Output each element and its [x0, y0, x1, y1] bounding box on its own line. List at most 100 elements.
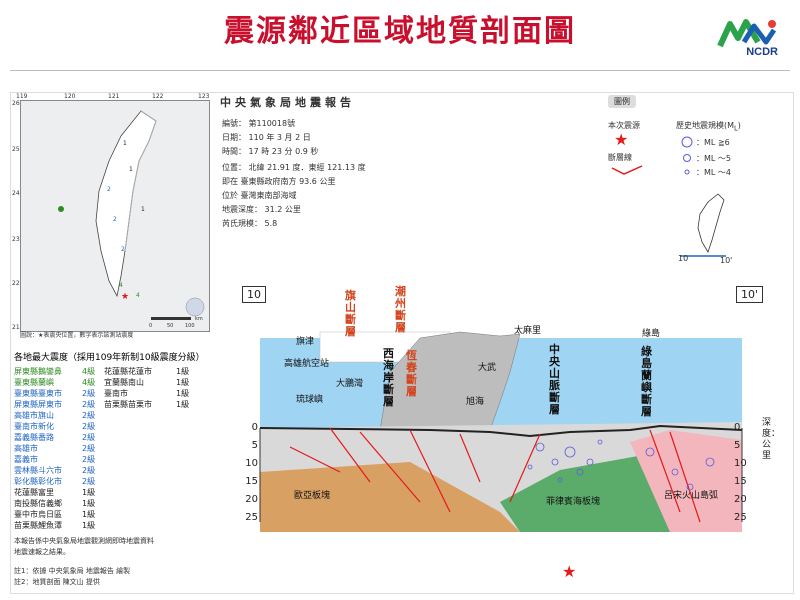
intensity-level: 2級: [82, 433, 96, 442]
station-label: 4: [136, 292, 140, 299]
report-id: 編號： 第110018號: [222, 119, 296, 128]
scale-value: 100: [185, 323, 195, 329]
eurasian-plate: [260, 462, 520, 532]
intensity-level: 2級: [82, 422, 96, 431]
intensity-level: 1級: [176, 389, 190, 398]
report-title: 中央氣象局地震報告: [220, 96, 355, 109]
divider: [10, 70, 790, 71]
fault-label: 旗山斷層: [345, 289, 356, 338]
lon-tick: 122: [152, 93, 164, 100]
plate-label: 菲律賓海板塊: [546, 497, 601, 507]
intensity-level: 2級: [82, 477, 96, 486]
fault-label: 潮州斷層: [395, 285, 406, 334]
section-location-map: [680, 193, 726, 257]
intensity-level: 1級: [176, 400, 190, 409]
intensity-station: 嘉義市: [14, 455, 38, 464]
intensity-row: 屏東縣屏東市 2級: [14, 399, 95, 410]
fault-label: 恆春斷層: [406, 349, 417, 398]
depth-tick: 25: [734, 512, 747, 523]
intensity-level: 2級: [82, 444, 96, 453]
station-label: 1: [141, 206, 145, 213]
place-label: 大鵬灣: [336, 379, 364, 389]
ncdr-logo: [717, 19, 777, 48]
lon-tick: 120: [64, 93, 76, 100]
intensity-station: 花蓮縣花蓮市: [104, 367, 152, 376]
intensity-station: 嘉義縣番路: [14, 433, 54, 442]
intensity-level: 4級: [82, 378, 96, 387]
intensity-level: 2級: [82, 466, 96, 475]
legend-tag: 圖例: [608, 95, 636, 108]
intensity-station: 花蓮縣富里: [14, 488, 54, 497]
map-inset-globe: [185, 297, 205, 317]
depth-tick: 5: [251, 440, 258, 451]
report-panel: [10, 92, 794, 594]
legend-quake: 本次震源: [608, 121, 640, 130]
depth-tick: 20: [245, 494, 258, 505]
philippine-plate: [500, 452, 670, 532]
fault-label: 中央山脈斷層: [549, 343, 560, 416]
intensity-level: 1級: [82, 510, 96, 519]
note-line: 註2：地質剖面 陳文山 提供: [14, 578, 100, 586]
intensity-station: 苗栗縣苗栗市: [104, 400, 152, 409]
intensity-row: 臺東縣蘭嶼 4級: [14, 377, 95, 388]
fault-label: 綠島蘭嶼斷層: [641, 345, 652, 418]
intensity-level: 1級: [176, 367, 190, 376]
lon-tick: 121: [108, 93, 120, 100]
mini-right-label: 10': [720, 256, 733, 265]
logo-text: NCDR: [746, 46, 778, 58]
intensity-station: 臺東縣蘭嶼: [14, 378, 54, 387]
depth-tick: 15: [734, 476, 747, 487]
intensity-row: 嘉義市 2級: [14, 454, 95, 465]
place-label: 琉球嶼: [296, 395, 324, 405]
historic-quakes: [527, 439, 715, 491]
place-label: 太麻里: [514, 326, 542, 336]
depth-tick: 15: [245, 476, 258, 487]
legend-m5: ：ML ～5: [696, 154, 731, 163]
place-label: 高雄航空站: [284, 359, 330, 369]
intensity-level: 2級: [82, 389, 96, 398]
report-position: 位置： 北緯 21.91 度．東經 121.13 度: [222, 163, 366, 172]
depth-tick: 5: [734, 440, 741, 451]
legend-hist-circles: [681, 136, 693, 175]
report-region: 位於 臺灣東南部海域: [222, 191, 297, 200]
intensity-station: 屏東縣鵝鑾鼻: [14, 367, 62, 376]
intensity-station: 屏東縣屏東市: [14, 400, 62, 409]
intensity-station: 高雄市: [14, 444, 38, 453]
intensity-level: 4級: [82, 367, 96, 376]
intensity-level: 2級: [82, 400, 96, 409]
intensity-row: 屏東縣鵝鑾鼻 4級: [14, 366, 95, 377]
lat-tick: 24: [12, 190, 20, 197]
report-date: 日期： 110 年 3 月 2 日: [222, 133, 311, 142]
epicenter-star: ★: [121, 292, 129, 302]
intensity-level: 1級: [82, 499, 96, 508]
lat-tick: 25: [12, 146, 20, 153]
intensity-title: 各地最大震度（採用109年新制10級震度分級）: [14, 353, 205, 363]
legend-star-icon: ★: [614, 130, 629, 149]
report-time: 時間： 17 時 23 分 0.9 秒: [222, 147, 319, 156]
intensity-level: 2級: [82, 455, 96, 464]
intensity-station: 臺南市新化: [14, 422, 54, 431]
legend-hist: 歷史地震規模(ML): [676, 121, 741, 133]
depth-tick: 25: [245, 512, 258, 523]
intensity-station: 臺中市烏日區: [14, 510, 62, 519]
place-label: 綠島: [642, 329, 661, 339]
map-caption: 圖說：★表震央位置，數字表示該測站震度: [20, 332, 134, 339]
intensity-row: 臺南市 1級: [104, 388, 189, 399]
place-label: 旗津: [296, 337, 315, 347]
depth-tick: 20: [734, 494, 747, 505]
fault-lines: [289, 427, 701, 523]
depth-tick: 10: [245, 458, 258, 469]
intensity-station: 臺南市: [104, 389, 128, 398]
report-magnitude: 芮氏規模： 5.8: [222, 219, 278, 228]
map-scale-bar: 0 50 100 km: [149, 316, 203, 329]
intensity-station: 苗栗縣鯉魚潭: [14, 521, 62, 530]
legend-fault-icon: [611, 165, 643, 175]
station-label: 1: [129, 166, 133, 173]
place-label: 大武: [478, 363, 497, 373]
lat-tick: 23: [12, 236, 20, 243]
intensity-station: 雲林縣斗六市: [14, 466, 62, 475]
